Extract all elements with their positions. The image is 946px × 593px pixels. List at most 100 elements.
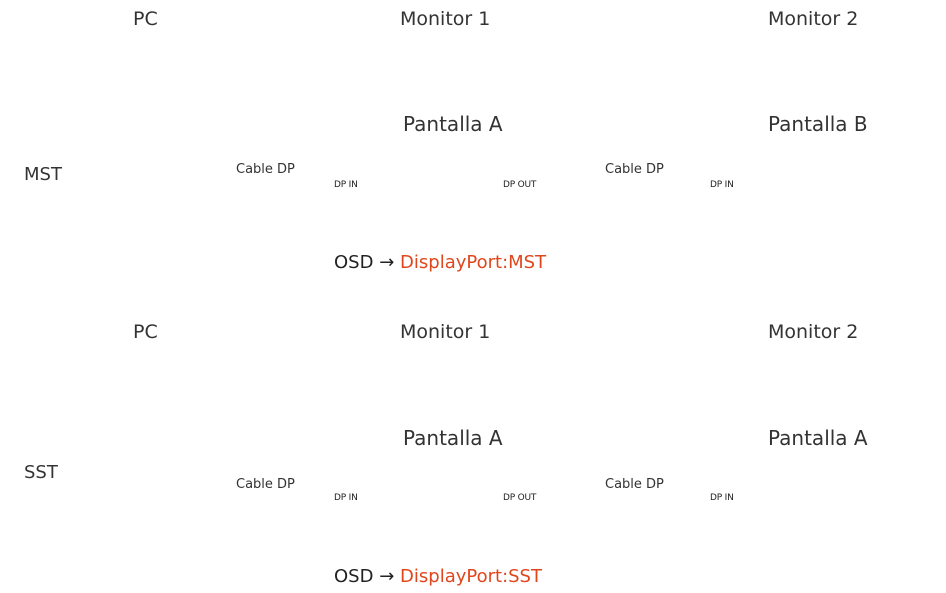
plug-release <box>302 517 316 531</box>
dp-plug <box>192 509 244 539</box>
dp-plug <box>192 196 244 226</box>
dp-plug <box>655 196 707 226</box>
dp-cable <box>563 196 707 226</box>
pc-tower-icon <box>99 468 187 571</box>
pc-dp-socket <box>176 203 184 233</box>
osd-value: DisplayPort:SST <box>400 566 542 587</box>
screen-label-monitor2: Pantalla A <box>768 426 868 450</box>
port-frame <box>334 192 398 230</box>
power-led <box>520 172 524 176</box>
port-label-dp-in: DP IN <box>334 493 358 503</box>
dp-port <box>334 505 398 543</box>
cable-label: Cable DP <box>236 477 295 492</box>
mode-label-sst: SST <box>24 462 58 483</box>
dp-plug <box>563 509 615 539</box>
screen-label-monitor1: Pantalla A <box>403 426 503 450</box>
dp-port <box>707 192 771 230</box>
panel-pc <box>86 354 206 592</box>
dp-socket-icon <box>350 205 382 217</box>
monitor-neck <box>442 177 454 209</box>
osd-arrow: → <box>379 252 395 273</box>
panel-monitor2 <box>692 354 939 592</box>
pc-port-plate <box>173 178 187 258</box>
port-label-dp-in: DP IN <box>334 180 358 190</box>
header-pc: PC <box>133 8 158 30</box>
monitor-base <box>780 518 850 532</box>
plug-tip <box>695 201 707 221</box>
header-pc: PC <box>133 321 158 343</box>
row-sst <box>86 354 939 592</box>
plug-body <box>202 196 238 226</box>
plug-release <box>210 517 224 531</box>
port-label-dp-in: DP IN <box>710 180 734 190</box>
port-frame <box>334 505 398 543</box>
osd-value: DisplayPort:MST <box>400 252 547 273</box>
header-monitor1: Monitor 1 <box>400 321 491 343</box>
port-label-dp-in: DP IN <box>710 493 734 503</box>
plug-tip <box>322 514 334 534</box>
plug-release <box>210 204 224 218</box>
dp-cable <box>192 509 334 539</box>
monitor-neck <box>809 490 821 522</box>
plug-release <box>581 517 595 531</box>
pc-dp-socket <box>176 516 184 546</box>
plug-neck <box>282 205 290 217</box>
port-frame <box>499 192 563 230</box>
plug-tip <box>563 514 575 534</box>
plug-body <box>661 196 697 226</box>
plug-body <box>288 509 324 539</box>
plug-tip <box>695 514 707 534</box>
osd-arrow: → <box>379 566 395 587</box>
power-led <box>886 172 890 176</box>
osd-prefix: OSD <box>334 566 374 587</box>
port-label-dp-out: DP OUT <box>503 493 537 503</box>
pc-port-plate <box>173 491 187 571</box>
osd-setting: OSD → DisplayPort:SST <box>334 566 542 587</box>
dp-plug <box>282 509 334 539</box>
plug-neck <box>236 205 244 217</box>
header-monitor1: Monitor 1 <box>400 8 491 30</box>
plug-body <box>288 196 324 226</box>
port-frame <box>499 505 563 543</box>
plug-body <box>573 196 609 226</box>
dp-socket-icon <box>350 518 382 530</box>
port-label-dp-out: DP OUT <box>503 180 537 190</box>
screen-label-monitor2: Pantalla B <box>768 112 868 136</box>
plug-neck <box>282 518 290 530</box>
dp-port <box>499 192 563 230</box>
monitor-icon <box>725 385 905 532</box>
mode-label-mst: MST <box>24 164 62 185</box>
plug-release <box>581 204 595 218</box>
plug-body <box>661 509 697 539</box>
tower-body <box>99 155 141 255</box>
dp-port <box>707 505 771 543</box>
plug-neck <box>607 205 615 217</box>
panel-pc <box>86 41 206 279</box>
cable-label: Cable DP <box>236 162 295 177</box>
dp-plug <box>655 509 707 539</box>
plug-release <box>675 204 689 218</box>
monitor-neck <box>809 177 821 209</box>
pc-tower-icon <box>99 155 187 258</box>
osd-setting: OSD → DisplayPort:MST <box>334 252 546 273</box>
monitor-base <box>413 518 483 532</box>
dp-socket-icon <box>515 518 547 530</box>
plug-tip <box>322 201 334 221</box>
panel-monitor2 <box>692 41 939 279</box>
dp-socket-icon <box>723 205 755 217</box>
plug-release <box>302 204 316 218</box>
panel-monitor1 <box>324 41 573 279</box>
tower-power-button <box>110 186 114 190</box>
plug-neck <box>655 205 663 217</box>
row-mst <box>86 41 939 279</box>
dp-cable <box>192 196 334 226</box>
power-led <box>520 485 524 489</box>
plug-release <box>675 517 689 531</box>
plug-neck <box>607 518 615 530</box>
plug-tip <box>192 514 204 534</box>
tower-power-button <box>110 499 114 503</box>
dp-socket-icon <box>515 205 547 217</box>
power-led <box>886 485 890 489</box>
